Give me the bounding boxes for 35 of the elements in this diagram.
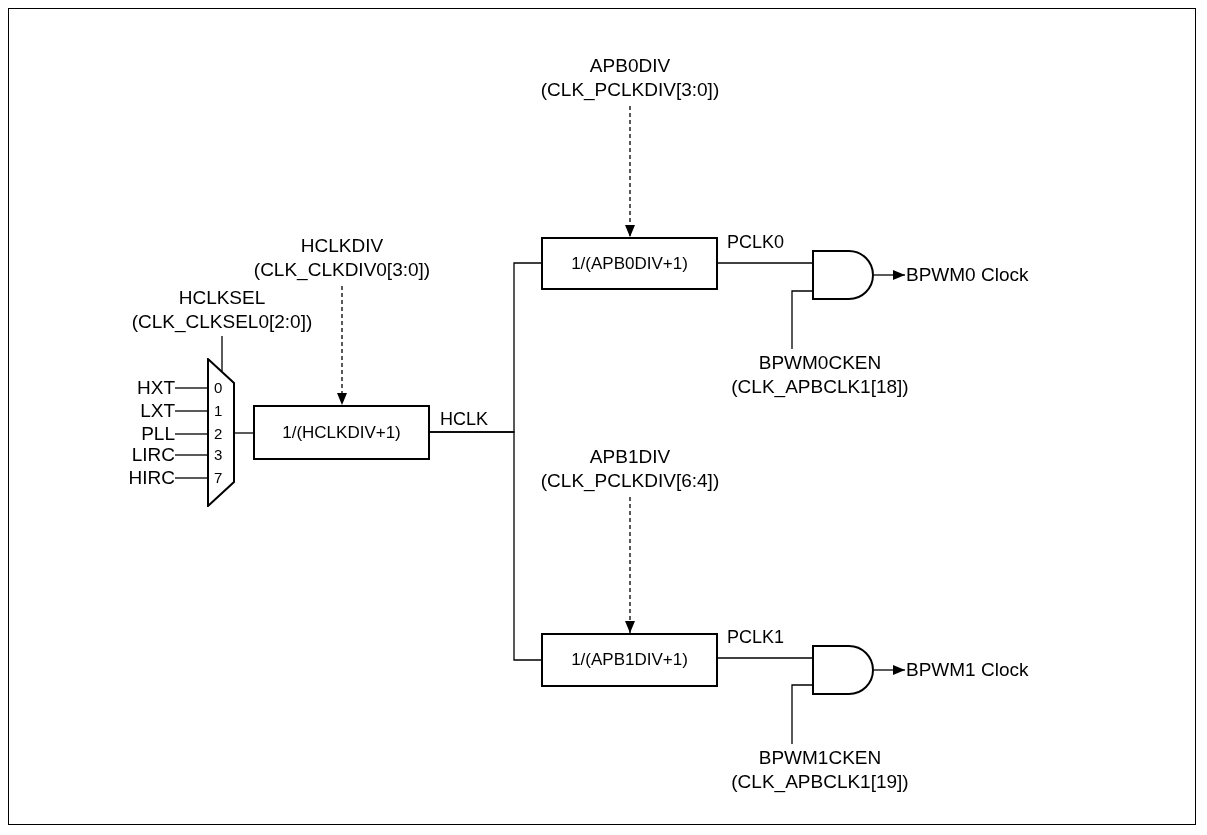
signal-line [717,657,813,659]
register-field-label: APB0DIV (CLK_PCLKDIV[3:0]) [510,54,750,102]
input-number: 0 [214,380,223,396]
dashed-arrow [625,105,635,238]
dashed-arrow [337,285,347,406]
clock-source-label: LIRC [95,443,175,467]
register-field-label: APB1DIV (CLK_PCLKDIV[6:4]) [510,445,750,493]
signal-line [791,684,813,745]
dashed-arrow [625,496,635,634]
arrow [873,270,906,280]
signal-line [791,290,813,350]
clock-source-label: HIRC [95,466,175,490]
signal-line [429,431,542,661]
signal-line [174,410,208,412]
arrow [873,665,906,675]
clock-source-label: HXT [95,376,175,400]
input-number: 3 [214,447,223,463]
signal-line [174,387,208,389]
register-field-label: BPWM0CKEN (CLK_APBCLK1[18]) [700,351,940,399]
input-number: 2 [214,426,223,442]
input-number: 7 [214,470,223,486]
register-field-label: HCLKDIV (CLK_CLKDIV0[3:0]) [222,234,462,282]
output-clock-label: BPWM0 Clock [906,263,1106,287]
signal-line [174,454,208,456]
signal-line [717,262,813,264]
signal-line [234,432,254,434]
signal-line [174,477,208,479]
register-field-label: BPWM1CKEN (CLK_APBCLK1[19]) [700,746,940,794]
output-clock-label: BPWM1 Clock [906,658,1106,682]
signal-line [174,433,208,435]
input-number: 1 [214,403,223,419]
signal-line [221,335,223,372]
clock-source-label: LXT [95,399,175,423]
register-field-label: HCLKSEL (CLK_CLKSEL0[2:0]) [102,286,342,334]
clock-source-label: PLL [95,422,175,446]
